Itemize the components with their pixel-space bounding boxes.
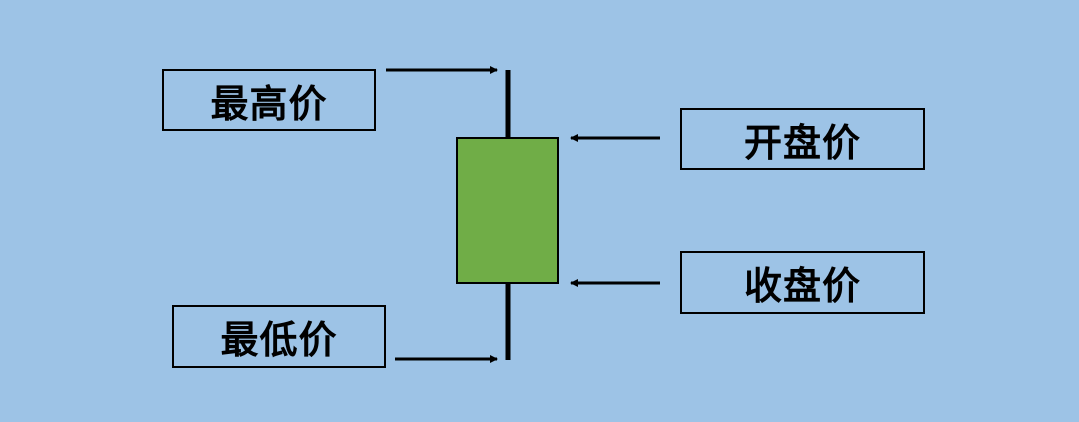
open-price-text: 开盘价 [743,120,861,165]
high-price-text: 最高价 [210,81,328,126]
open-price-label: 开盘价 [680,108,925,170]
low-price-label: 最低价 [172,305,386,368]
close-price-text: 收盘价 [743,264,861,308]
low-price-text: 最低价 [220,318,338,362]
high-price-label: 最高价 [162,69,376,131]
candle-body [456,137,559,284]
close-price-label: 收盘价 [680,251,925,314]
